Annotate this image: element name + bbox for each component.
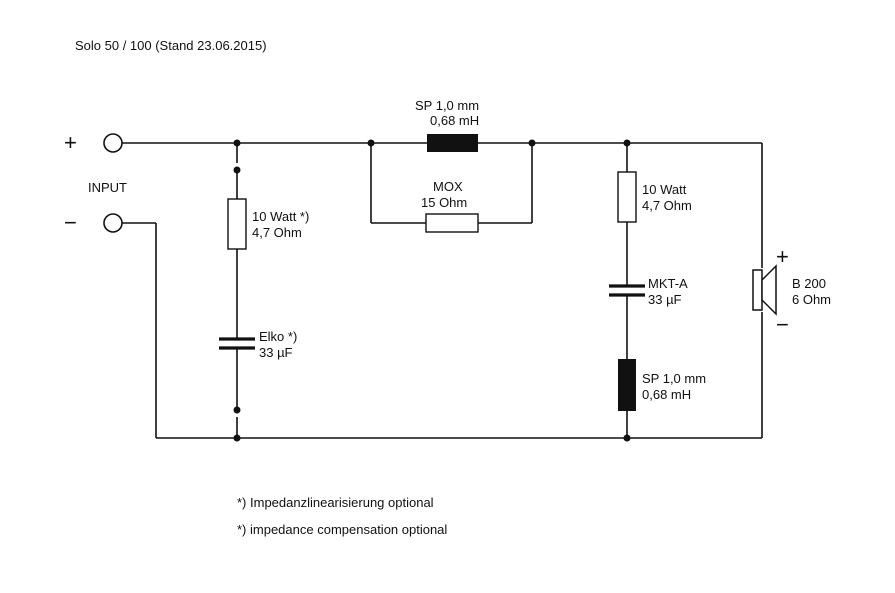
diagram-title: Solo 50 / 100 (Stand 23.06.2015) [75,38,267,53]
zobel-res-label-2: 4,7 Ohm [252,225,302,240]
junction-dot [623,434,631,442]
input-minus-terminal [103,213,123,233]
notch-coil-label-2: 0,68 mH [642,387,691,402]
speaker-label-1: B 200 [792,276,826,291]
speaker-minus-sign: − [776,312,789,337]
input-minus-sign: − [64,210,77,235]
mox-label-1: MOX [433,179,463,194]
junction-dot [367,139,375,147]
junction-dot [233,406,241,414]
input-plus-terminal [103,133,123,153]
input-label: INPUT [88,180,127,195]
zobel-cap-label-2: 33 µF [259,345,293,360]
junction-dot [233,166,241,174]
notch-cap-label-2: 33 µF [648,292,682,307]
notch-resistor [617,171,637,223]
zobel-cap-label-1: Elko *) [259,329,297,344]
notch-coil [618,359,636,411]
speaker-icon [752,264,777,316]
speaker-plus-sign: + [776,244,789,269]
footnote-german: *) Impedanzlinearisierung optional [237,495,434,510]
footnote-english: *) impedance compensation optional [237,522,447,537]
input-plus-sign: + [64,130,77,155]
notch-res-label-2: 4,7 Ohm [642,198,692,213]
mox-resistor [425,213,479,233]
series-coil-label-1: SP 1,0 mm [415,98,479,113]
zobel-resistor [227,198,247,250]
notch-res-label-1: 10 Watt [642,182,687,197]
junction-dot [528,139,536,147]
junction-dot [233,434,241,442]
series-coil-label-2: 0,68 mH [430,113,479,128]
notch-cap-label-1: MKT-A [648,276,688,291]
junction-dot [233,139,241,147]
series-coil [427,134,478,152]
speaker-label-2: 6 Ohm [792,292,831,307]
zobel-res-label-1: 10 Watt *) [252,209,309,224]
mox-label-2: 15 Ohm [421,195,467,210]
junction-dot [623,139,631,147]
notch-coil-label-1: SP 1,0 mm [642,371,706,386]
